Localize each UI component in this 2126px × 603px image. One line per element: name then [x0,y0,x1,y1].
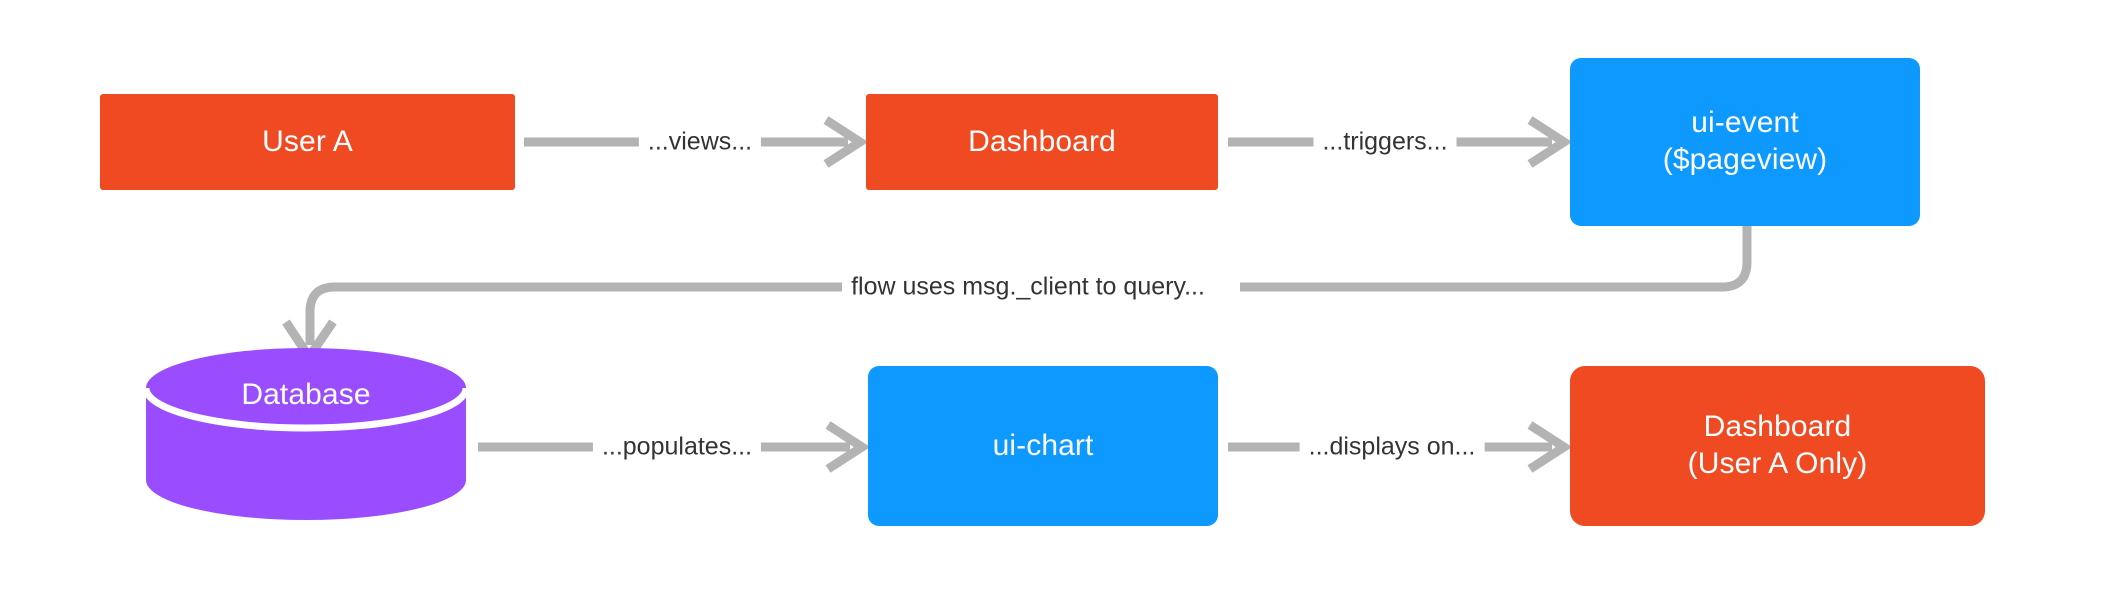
node-dashboard-2-label-line1: Dashboard [1703,410,1852,444]
node-ui-event-label-line2: ($pageview) [1662,143,1828,176]
node-ui-event-label-line1: ui-event [1691,106,1799,140]
node-user-a[interactable]: User A [100,94,515,190]
edge-label-query: flow uses msg._client to query... [842,272,1214,302]
node-ui-chart-label: ui-chart [992,428,1094,462]
node-dashboard-label: Dashboard [968,124,1116,158]
edge-query-line-right [1240,226,1752,292]
edge-views-arrowhead [823,116,869,168]
node-database[interactable]: Database [145,348,467,520]
node-ui-event[interactable]: ui-event ($pageview) [1570,58,1920,226]
node-user-a-label: User A [262,124,353,158]
database-cylinder-icon [145,348,467,520]
edge-triggers-arrowhead [1527,116,1573,168]
edge-label-views: ...views... [638,127,762,157]
edge-label-triggers: ...triggers... [1313,127,1457,157]
node-dashboard[interactable]: Dashboard [866,94,1218,190]
edge-populates-arrowhead [825,421,871,473]
node-dashboard-user-a-only[interactable]: Dashboard (User A Only) [1570,366,1985,526]
node-dashboard-2-label-line2: (User A Only) [1687,447,1868,480]
edge-displays-arrowhead [1527,421,1573,473]
edge-label-populates: ...populates... [592,432,762,462]
edge-label-displays: ...displays on... [1299,432,1485,462]
node-ui-chart[interactable]: ui-chart [868,366,1218,526]
